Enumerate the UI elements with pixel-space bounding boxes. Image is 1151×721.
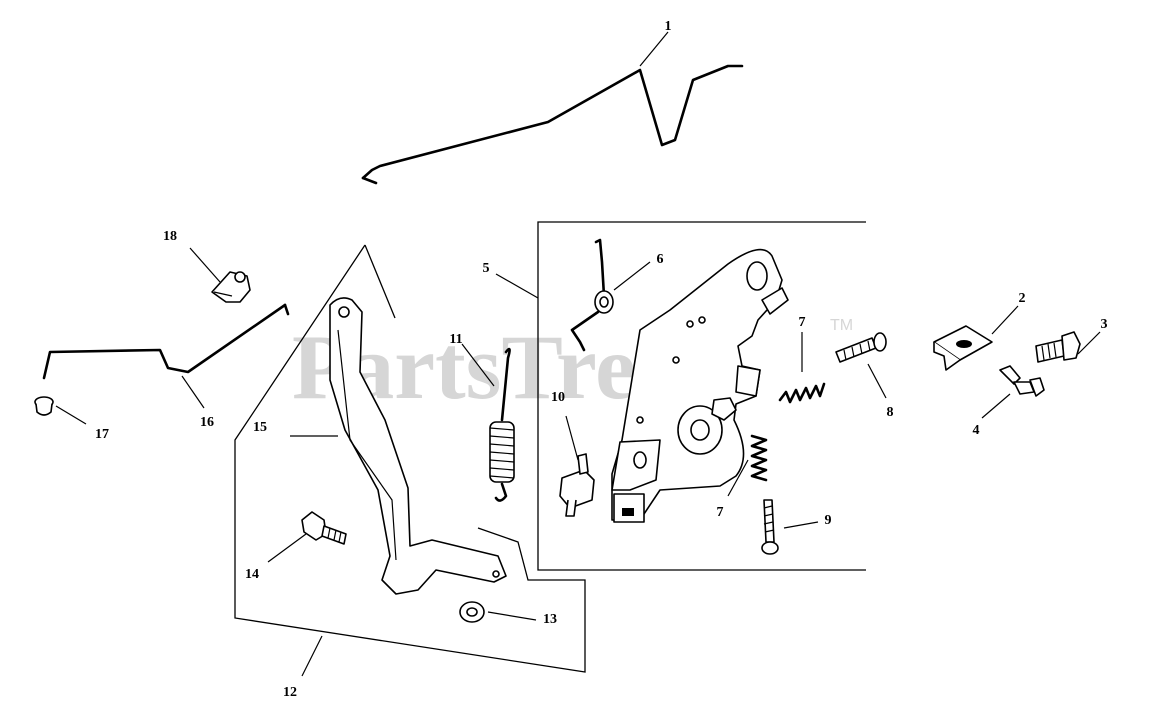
part-11-spring[interactable] <box>489 347 515 502</box>
callout-2: 2 <box>1019 291 1026 306</box>
callout-7-upper: 7 <box>799 315 806 330</box>
part-6-torsion-spring[interactable] <box>570 238 614 352</box>
callout-7-lower: 7 <box>717 505 724 520</box>
callout-1: 1 <box>665 19 672 34</box>
part-7-spring-upper[interactable] <box>778 382 826 404</box>
callout-15: 15 <box>253 420 267 435</box>
governor-group-outline <box>537 221 866 571</box>
callout-17: 17 <box>95 427 109 442</box>
part-1-throttle-rod[interactable] <box>361 64 744 185</box>
watermark-tm: TM <box>830 317 853 334</box>
callout-18: 18 <box>163 229 177 244</box>
part-10-clip[interactable] <box>559 453 595 517</box>
part-14-bolt[interactable] <box>301 511 347 545</box>
callout-8: 8 <box>887 405 894 420</box>
part-8-screw[interactable] <box>835 332 887 363</box>
part-3-bolt[interactable] <box>1035 331 1081 363</box>
callout-12: 12 <box>283 685 297 700</box>
callout-4: 4 <box>973 423 980 438</box>
callout-9: 9 <box>825 513 832 528</box>
part-4-bolt[interactable] <box>999 365 1045 397</box>
callout-13: 13 <box>543 612 557 627</box>
lever-group-outline <box>234 244 586 673</box>
lever-group-outline-top <box>364 244 396 319</box>
callout-14: 14 <box>245 567 259 582</box>
part-16-wire-rod[interactable] <box>42 303 290 380</box>
part-9-screw[interactable] <box>761 499 779 555</box>
callout-11: 11 <box>449 332 462 347</box>
callout-16: 16 <box>200 415 214 430</box>
callout-6: 6 <box>657 252 664 267</box>
part-18-clip[interactable] <box>211 271 251 303</box>
part-13-nut[interactable] <box>459 601 485 623</box>
governor-plate[interactable] <box>611 248 789 523</box>
part-7-spring-lower[interactable] <box>750 434 768 482</box>
leader-lines <box>55 31 1101 677</box>
part-17-plug[interactable] <box>34 396 54 416</box>
callout-3: 3 <box>1101 317 1108 332</box>
part-2-bracket[interactable] <box>933 325 993 371</box>
callout-5: 5 <box>483 261 490 276</box>
callout-10: 10 <box>551 390 565 405</box>
part-15-control-lever[interactable] <box>329 297 507 595</box>
